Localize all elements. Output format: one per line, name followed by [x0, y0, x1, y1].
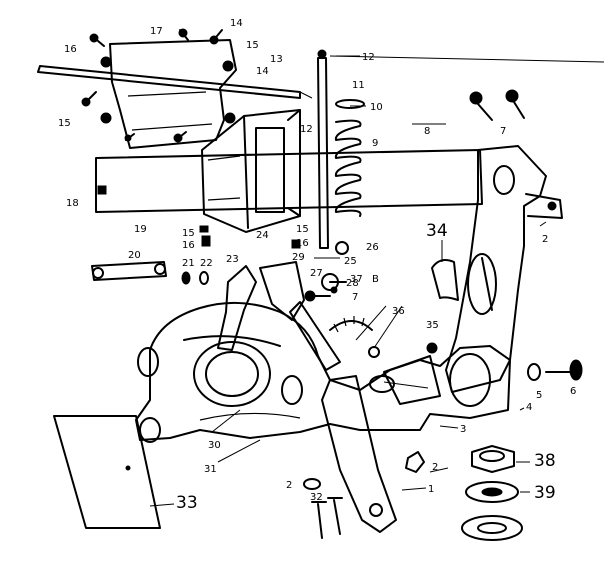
callout-10: 10 — [370, 102, 383, 113]
base-casting — [135, 301, 511, 443]
callout-21: 21 — [182, 258, 195, 269]
callout-13: 13 — [270, 54, 283, 65]
callout-26: 26 — [366, 242, 379, 253]
mounting-plate-17 — [100, 39, 237, 149]
callout-4: 4 — [526, 402, 532, 413]
callout-3: 3 — [460, 424, 466, 435]
callout-12: 12 — [300, 124, 313, 135]
small-hardware — [181, 225, 438, 358]
callout-32: 32 — [310, 492, 323, 503]
callout-36: 36 — [392, 306, 405, 317]
callout-23: 23 — [226, 254, 239, 265]
callout-2: 2 — [542, 234, 548, 245]
callout-11: 11 — [352, 80, 365, 91]
callout-25: 25 — [344, 256, 357, 267]
callout-19: 19 — [134, 224, 147, 235]
callout-5: 5 — [536, 390, 542, 401]
callout-37: 37 — [350, 274, 363, 285]
callout-16: 16 — [64, 44, 77, 55]
callout-15: 15 — [296, 224, 309, 235]
callout-16: 16 — [182, 240, 195, 251]
callout-2: 2 — [286, 480, 292, 491]
callout-b: B — [372, 274, 379, 285]
callout-12: 12 — [362, 52, 375, 63]
callout-38: 38 — [534, 451, 556, 471]
rocker-part-23 — [217, 261, 341, 371]
callout-9: 9 — [372, 138, 378, 149]
front-arm-part-1 — [321, 375, 397, 533]
callout-31: 31 — [204, 464, 217, 475]
callout-7: 7 — [500, 126, 506, 137]
callout-22: 22 — [200, 258, 213, 269]
cover-plate-part-33 — [53, 415, 161, 529]
callout-15: 15 — [58, 118, 71, 129]
washer-part-39 — [465, 481, 519, 503]
callout-28: 28 — [346, 278, 359, 289]
callout-2: 2 — [432, 462, 438, 473]
nut-part-38 — [471, 445, 515, 473]
callout-18: 18 — [66, 198, 79, 209]
rod-part-13 — [37, 65, 313, 99]
callout-7: 7 — [352, 292, 358, 303]
callout-14: 14 — [230, 18, 243, 29]
spring-part-9 — [334, 99, 365, 217]
callout-6: 6 — [570, 386, 576, 397]
callout-8: 8 — [424, 126, 430, 137]
washer-lower — [461, 515, 523, 541]
callout-15: 15 — [246, 40, 259, 51]
screws-part-32 — [311, 497, 343, 539]
callout-35: 35 — [426, 320, 439, 331]
callout-14: 14 — [256, 66, 269, 77]
callout-leaders — [149, 55, 547, 507]
link-bar-part-20 — [91, 261, 167, 281]
callout-34: 34 — [426, 221, 448, 241]
callout-29: 29 — [292, 252, 305, 263]
leader-line — [329, 55, 605, 63]
nut-part-2 — [405, 451, 425, 473]
bolts-part-7 — [304, 89, 525, 302]
callout-39: 39 — [534, 483, 556, 503]
callout-15: 15 — [182, 228, 195, 239]
screw-set — [81, 28, 223, 143]
rod-part-11 — [317, 49, 329, 249]
main-shaft-8 — [95, 149, 483, 213]
callout-24: 24 — [256, 230, 269, 241]
callout-labels: 1 2 2 2 3 4 5 6 7 7 8 9 10 11 12 12 13 1… — [58, 18, 576, 513]
callout-1: 1 — [428, 484, 434, 495]
callout-30: 30 — [208, 440, 221, 451]
scale-dial — [329, 316, 373, 333]
callout-27: 27 — [310, 268, 323, 279]
callout-33: 33 — [176, 493, 198, 513]
washer-part-2 — [303, 478, 321, 490]
callout-20: 20 — [128, 250, 141, 261]
clip-part-34 — [431, 259, 459, 301]
callout-17: 17 — [150, 26, 163, 37]
callout-16: 16 — [296, 238, 309, 249]
bolt-part-6 — [527, 359, 583, 381]
housing-part-19 — [201, 109, 301, 233]
